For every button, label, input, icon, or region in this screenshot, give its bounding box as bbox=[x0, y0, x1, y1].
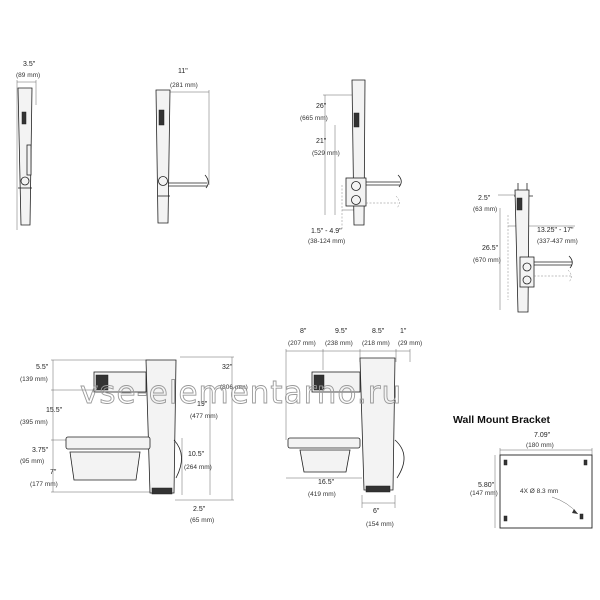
front-f-mm: (477 mm) bbox=[190, 413, 218, 420]
front-e-mm: (806 mm) bbox=[220, 384, 248, 391]
side-d-mm: (29 mm) bbox=[398, 340, 422, 347]
view-4-side-reach: 2.5" (63 mm) 13.25" - 17" (337-437 mm) 2… bbox=[473, 183, 578, 313]
v4-reach-mm: (337-437 mm) bbox=[537, 238, 578, 245]
bracket-hole-tr bbox=[583, 459, 588, 466]
v3-top-mm: (665 mm) bbox=[300, 115, 328, 122]
v1-knob bbox=[20, 176, 30, 186]
bracket-hole-tl bbox=[503, 459, 508, 466]
v3-bot-mm: (38-124 mm) bbox=[308, 238, 345, 245]
front-d-in: 7" bbox=[50, 469, 57, 476]
bracket-title: Wall Mount Bracket bbox=[453, 414, 551, 426]
v2-dim-in: 11" bbox=[178, 68, 188, 75]
v4-top-mm: (63 mm) bbox=[473, 206, 497, 213]
front-b-in: 15.5" bbox=[46, 407, 63, 414]
side-d-in: 1" bbox=[400, 328, 407, 335]
side-f-mm: (154 mm) bbox=[366, 521, 394, 528]
v4-h-in: 26.5" bbox=[482, 245, 499, 252]
front-c-mm: (95 mm) bbox=[20, 458, 44, 465]
bracket-holes-label: 4X Ø 8.3 mm bbox=[520, 488, 558, 495]
v2-logo bbox=[158, 109, 165, 126]
bracket-w-in: 7.09" bbox=[534, 432, 551, 439]
side-view: 8" (207 mm) 9.5" (238 mm) 8.5" (218 mm) … bbox=[285, 328, 422, 528]
bracket-hole-bl bbox=[503, 515, 508, 522]
side-column bbox=[359, 357, 396, 491]
bracket-hole-br bbox=[579, 513, 584, 520]
v1-column bbox=[17, 87, 33, 226]
front-c-in: 3.75" bbox=[32, 447, 49, 454]
side-handle bbox=[394, 439, 405, 479]
front-view: 5.5" (139 mm) 15.5" (395 mm) 3.75" (95 m… bbox=[20, 356, 248, 524]
front-g-mm: (264 mm) bbox=[184, 464, 212, 471]
side-c-mm: (218 mm) bbox=[362, 340, 390, 347]
side-b-mm: (238 mm) bbox=[325, 340, 353, 347]
v1-dim-in: 3.5" bbox=[23, 61, 36, 68]
v4-logo bbox=[516, 197, 523, 211]
wall-mount-bracket: Wall Mount Bracket 7.09" (180 mm) 5.80" … bbox=[453, 414, 593, 529]
front-b-mm: (395 mm) bbox=[20, 419, 48, 426]
side-b-in: 9.5" bbox=[335, 328, 348, 335]
view-3-side-adjust: 26" (665 mm) 21" (529 mm) 1.5" - 4.9" (3… bbox=[300, 79, 402, 245]
front-f-in: 19" bbox=[197, 401, 208, 408]
front-h-mm: (65 mm) bbox=[190, 517, 214, 524]
v3-mid-in: 21" bbox=[316, 138, 327, 145]
bracket-h-in: 5.80" bbox=[478, 482, 495, 489]
front-e-in: 32" bbox=[222, 364, 233, 371]
side-a-in: 8" bbox=[300, 328, 307, 335]
view-2-side-extended: 11" (281 mm) bbox=[155, 68, 210, 224]
front-keyboard-tray bbox=[65, 436, 151, 450]
v3-bot-in: 1.5" - 4.9" bbox=[311, 228, 342, 235]
side-tray-base bbox=[299, 449, 351, 473]
watermark: vse-elementarno.ru bbox=[80, 375, 402, 411]
front-d-mm: (177 mm) bbox=[30, 481, 58, 488]
side-a-mm: (207 mm) bbox=[288, 340, 316, 347]
bracket-w-mm: (180 mm) bbox=[526, 442, 554, 449]
side-c-in: 8.5" bbox=[372, 328, 385, 335]
view-1-side: 3.5" (89 mm) bbox=[16, 61, 40, 230]
v1-logo bbox=[21, 111, 27, 125]
v4-reach-in: 13.25" - 17" bbox=[537, 227, 574, 234]
v1-dim-mm: (89 mm) bbox=[16, 72, 40, 79]
side-e-mm: (419 mm) bbox=[308, 491, 336, 498]
v3-mid-mm: (529 mm) bbox=[312, 150, 340, 157]
side-f-in: 6" bbox=[373, 508, 380, 515]
front-a-mm: (139 mm) bbox=[20, 376, 48, 383]
front-h-in: 2.5" bbox=[193, 506, 206, 513]
bracket-plate bbox=[499, 454, 593, 529]
v4-top-in: 2.5" bbox=[478, 195, 491, 202]
front-tray-base bbox=[69, 451, 141, 481]
v2-knob bbox=[158, 176, 168, 186]
side-e-in: 16.5" bbox=[318, 479, 335, 486]
front-a-in: 5.5" bbox=[36, 364, 49, 371]
v3-logo bbox=[353, 112, 360, 128]
side-keyboard-tray bbox=[287, 437, 361, 449]
v4-h-mm: (670 mm) bbox=[473, 257, 501, 264]
front-g-in: 10.5" bbox=[188, 451, 205, 458]
bracket-h-mm: (147 mm) bbox=[470, 490, 498, 497]
v3-carriage bbox=[345, 177, 367, 207]
v3-top-in: 26" bbox=[316, 103, 327, 110]
v1-handle bbox=[26, 144, 32, 176]
v2-dim-mm: (281 mm) bbox=[170, 82, 198, 89]
